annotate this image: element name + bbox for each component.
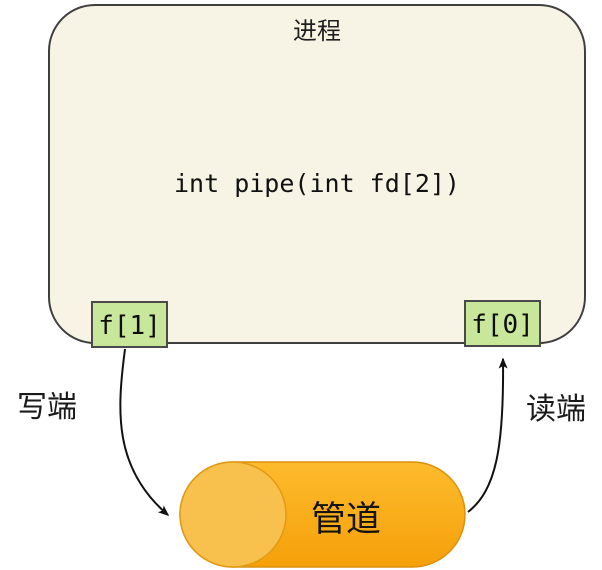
- pipe-label: 管道: [311, 500, 381, 540]
- process-box: [48, 4, 586, 344]
- write-arrow-icon: [119, 348, 170, 516]
- read-arrow-icon: [467, 357, 508, 513]
- write-end-label: 写端: [17, 390, 77, 425]
- fd-read-rect: [464, 300, 541, 347]
- fd-write-label: f[1]: [98, 311, 161, 341]
- process-title: 进程: [293, 17, 341, 45]
- fd-write-rect: [91, 301, 168, 348]
- read-end-label: 读端: [526, 392, 586, 427]
- fd-read-label: f[0]: [471, 310, 534, 340]
- pipe-function-code: int pipe(int fd[2]): [174, 169, 460, 198]
- fd-read-box: f[0]: [464, 300, 541, 347]
- pipe-cylinder: 管道: [179, 461, 466, 568]
- pipe-end-cap: [179, 461, 287, 568]
- fd-write-box: f[1]: [91, 301, 168, 348]
